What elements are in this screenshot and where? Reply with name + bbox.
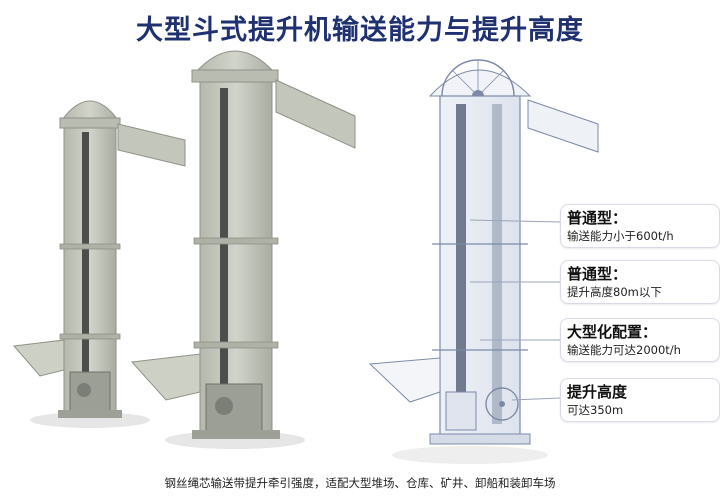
callout-heading: 普通型： [567,265,628,283]
callout-capacity-standard: 普通型： 输送能力小于600t/h [560,204,720,248]
caption: 钢丝绳芯输送带提升牵引强度，适配大型堆场、仓库、矿井、卸船和装卸车场 [164,476,556,490]
callout-heading: 大型化配置： [567,323,658,341]
elevator-cutaway [368,59,599,464]
leader-lines [469,219,561,401]
callout-max-height: 提升高度 可达350m [560,378,720,422]
callout-heading: 普通型： [567,209,628,227]
page-title: 大型斗式提升机输送能力与提升高度 [136,15,584,46]
callout-text: 提升高度80m以下 [567,285,662,299]
callout-height-standard: 普通型： 提升高度80m以下 [560,260,720,304]
callout-text: 可达350m [567,403,624,417]
elevator-middle [130,50,356,449]
callout-text: 输送能力小于600t/h [567,229,674,243]
callout-heading: 提升高度 [567,383,628,401]
callout-text: 输送能力可达2000t/h [567,343,681,357]
callout-capacity-large: 大型化配置： 输送能力可达2000t/h [560,318,720,362]
elevator-left [13,100,186,428]
